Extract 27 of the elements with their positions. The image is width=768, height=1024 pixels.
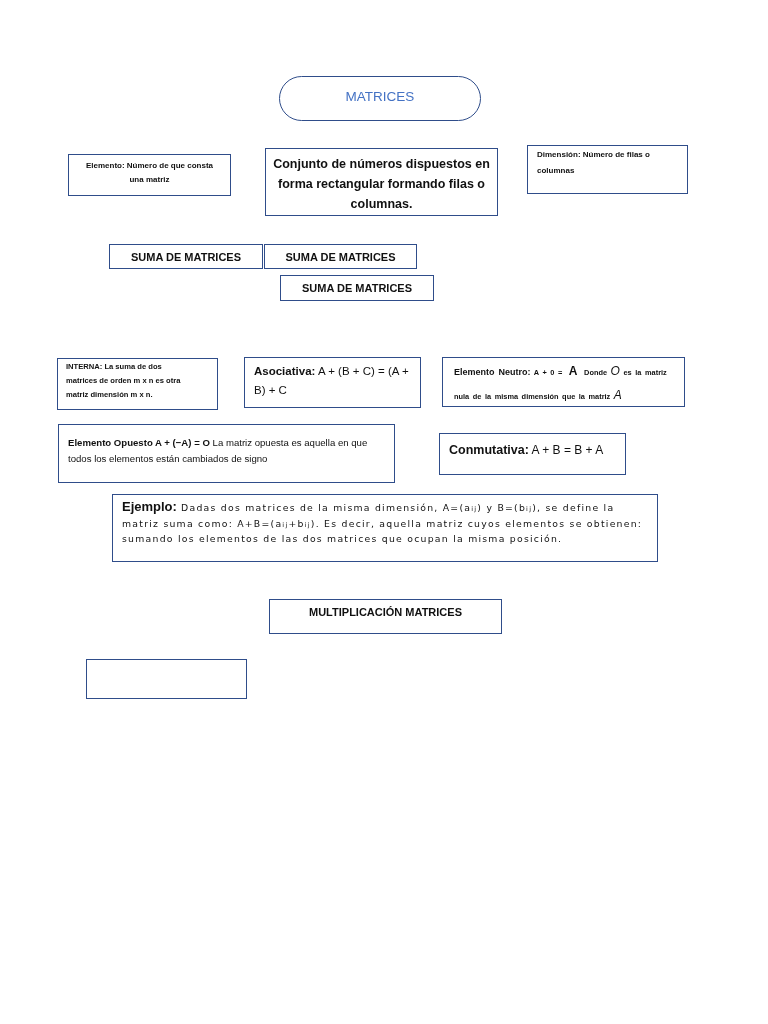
box-text: Elemento Opuesto A + (−A) = O La matriz opuesta es aquella en que todos los elementos están cambiados de signo <box>68 437 368 464</box>
box-text: Dimensión: Número de filas o columnas <box>537 150 650 175</box>
concept-box <box>58 424 395 483</box>
box-text: Asociativa: A + (B + C) = (A + B) + C <box>254 365 409 396</box>
concept-box <box>57 358 218 410</box>
box-text: MULTIPLICACIÓN MATRICES <box>309 606 462 618</box>
box-text: SUMA DE MATRICES <box>131 251 241 263</box>
box-text: SUMA DE MATRICES <box>302 282 412 294</box>
concept-box <box>439 433 626 475</box>
concept-box <box>244 357 421 408</box>
concept-box <box>68 154 231 196</box>
concept-box <box>265 148 498 216</box>
box-text: Conmutativa: A + B = B + A <box>449 443 604 457</box>
concept-box <box>442 357 685 407</box>
box-text: Elemento: Número de que consta una matriz <box>85 161 214 184</box>
box-text: Conjunto de números dispuestos en forma rectangular formando filas o columnas. <box>273 157 490 211</box>
title-text: MATRICES <box>345 89 415 104</box>
concept-box <box>109 244 263 269</box>
concept-box <box>527 145 688 194</box>
concept-box <box>264 244 417 269</box>
empty-box <box>86 659 247 699</box>
rounded-box <box>279 76 481 121</box>
box-text: Ejemplo: Dadas dos matrices de la misma dimensión, A=(a$_{ij}$) y B=(b$_{ij}$), se define la matriz suma como: A+B=(a$_{ij}$+b$_{ij}$). Es decir, aquella matriz cuyos elementos se obtienen: sumando los elementos de las dos matrices que ocupan la misma posición. <box>122 502 643 544</box>
concept-box <box>112 494 658 562</box>
concept-box <box>269 599 502 634</box>
concept-box <box>280 275 434 301</box>
box-text: SUMA DE MATRICES <box>285 251 396 263</box>
